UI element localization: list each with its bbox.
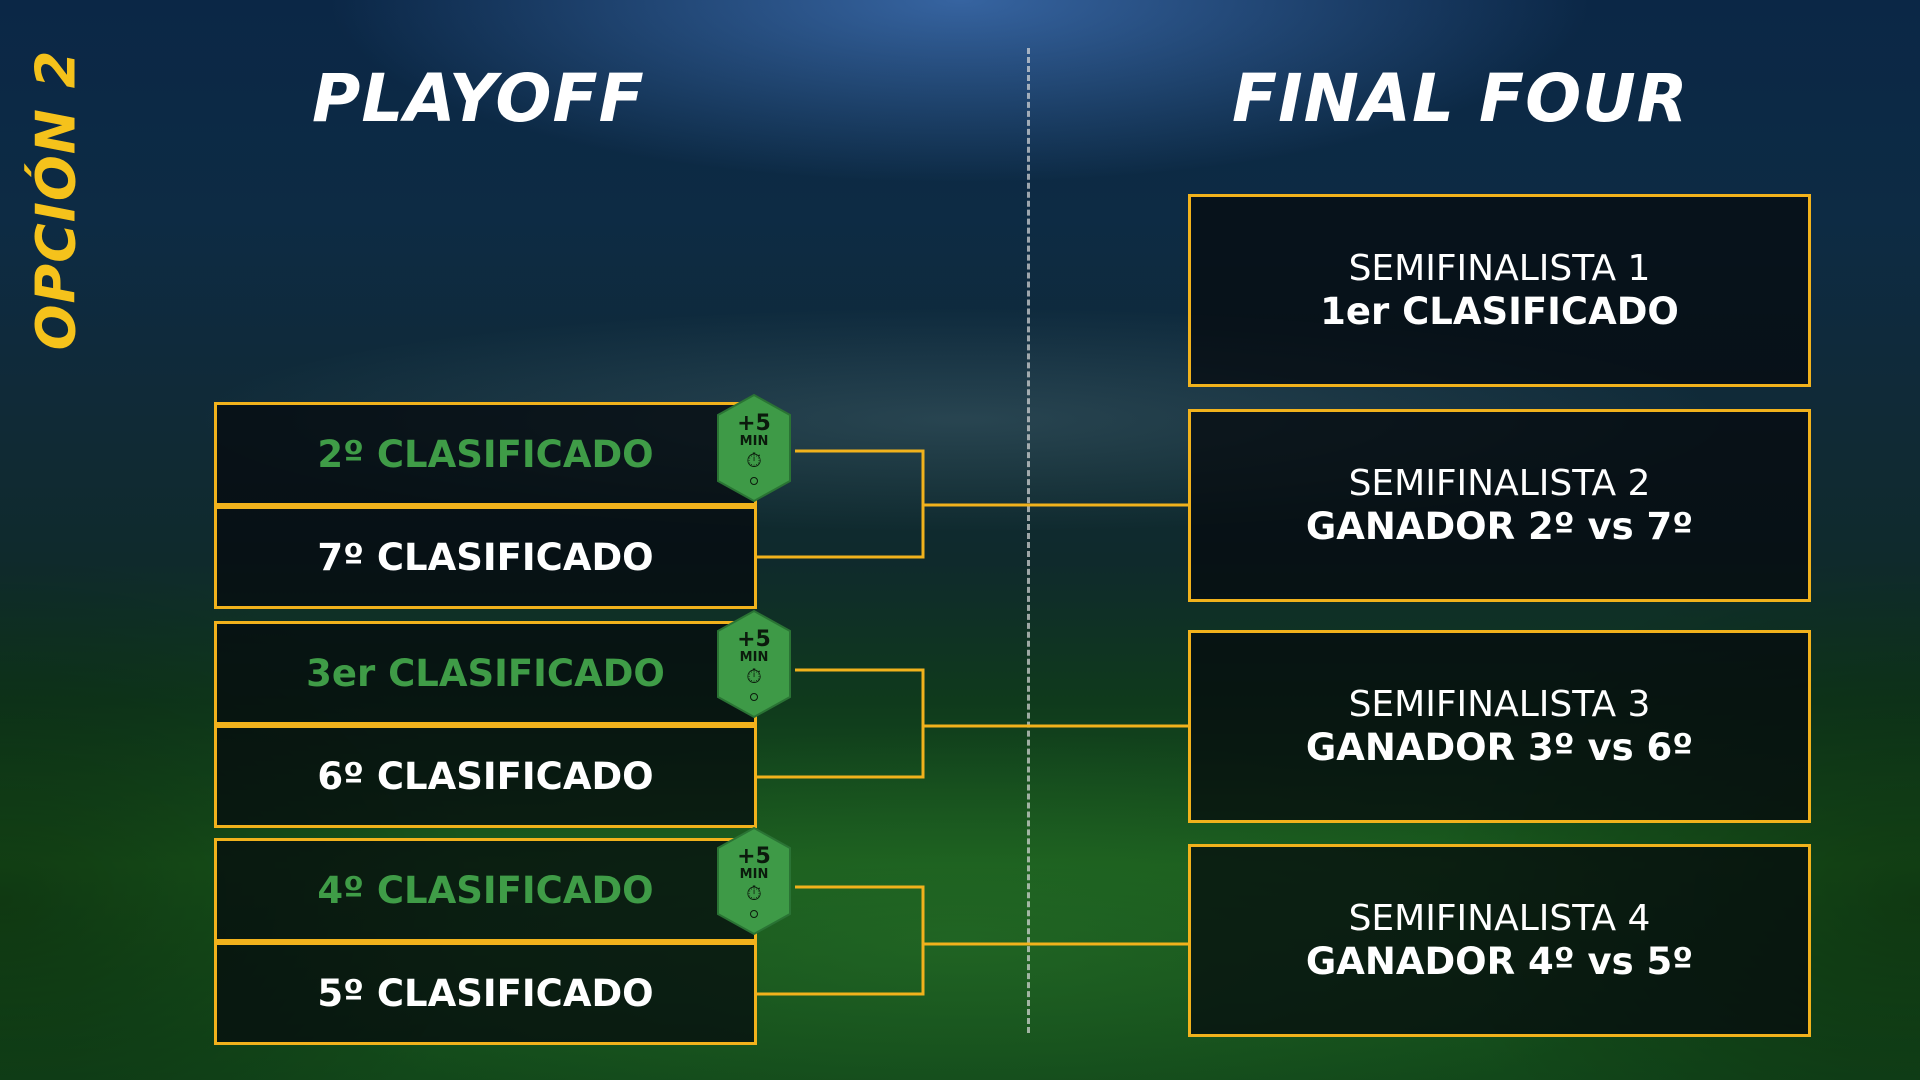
hexagon-badge-shape bbox=[717, 609, 791, 719]
stopwatch-icon: ⏱ bbox=[746, 448, 762, 472]
semifinalist-subtitle: GANADOR 2º vs 7º bbox=[1305, 504, 1694, 548]
semifinalist-title: SEMIFINALISTA 1 bbox=[1348, 247, 1651, 289]
badge-dot-icon bbox=[750, 477, 758, 485]
badge-plus-label: +5 bbox=[737, 844, 771, 869]
playoff-slot-seed-6: 6º CLASIFICADO bbox=[214, 725, 757, 828]
semifinalist-3-box: SEMIFINALISTA 3 GANADOR 3º vs 6º bbox=[1188, 630, 1811, 823]
playoff-slot-seed-4: 4º CLASIFICADO bbox=[214, 838, 757, 942]
stopwatch-icon: ⏱ bbox=[746, 881, 762, 905]
badge-unit-label: MIN bbox=[739, 434, 769, 449]
hexagon-badge-shape bbox=[717, 826, 791, 936]
playoff-slot-seed-3: 3er CLASIFICADO bbox=[214, 621, 757, 725]
semifinalist-1-box: SEMIFINALISTA 1 1er CLASIFICADO bbox=[1188, 194, 1811, 387]
semifinalist-2-box: SEMIFINALISTA 2 GANADOR 2º vs 7º bbox=[1188, 409, 1811, 602]
playoff-heading: PLAYOFF bbox=[312, 60, 645, 137]
semifinalist-title: SEMIFINALISTA 3 bbox=[1348, 683, 1651, 725]
extra-time-badge-2: +5 MIN ⏱ bbox=[716, 609, 792, 719]
badge-unit-label: MIN bbox=[739, 650, 769, 665]
playoff-slot-seed-2: 2º CLASIFICADO bbox=[214, 402, 757, 506]
badge-unit-label: MIN bbox=[739, 867, 769, 882]
semifinalist-4-box: SEMIFINALISTA 4 GANADOR 4º vs 5º bbox=[1188, 844, 1811, 1037]
playoff-slot-seed-7: 7º CLASIFICADO bbox=[214, 506, 757, 609]
playoff-slot-seed-5: 5º CLASIFICADO bbox=[214, 942, 757, 1045]
semifinalist-subtitle: GANADOR 4º vs 5º bbox=[1305, 939, 1694, 983]
semifinalist-subtitle: GANADOR 3º vs 6º bbox=[1305, 725, 1694, 769]
semifinalist-title: SEMIFINALISTA 4 bbox=[1348, 897, 1651, 939]
badge-plus-label: +5 bbox=[737, 411, 771, 436]
section-divider bbox=[1027, 48, 1030, 1033]
semifinalist-title: SEMIFINALISTA 2 bbox=[1348, 462, 1651, 504]
final-four-heading: FINAL FOUR bbox=[1232, 60, 1689, 137]
bracket-line-match-3 bbox=[757, 885, 925, 996]
hexagon-badge-shape bbox=[717, 393, 791, 503]
badge-dot-icon bbox=[750, 693, 758, 701]
extra-time-badge-1: +5 MIN ⏱ bbox=[716, 393, 792, 503]
extra-time-badge-3: +5 MIN ⏱ bbox=[716, 826, 792, 936]
stopwatch-icon: ⏱ bbox=[746, 664, 762, 688]
semifinalist-subtitle: 1er CLASIFICADO bbox=[1320, 289, 1679, 333]
badge-dot-icon bbox=[750, 910, 758, 918]
badge-plus-label: +5 bbox=[737, 627, 771, 652]
bracket-line-match-2 bbox=[757, 668, 925, 779]
